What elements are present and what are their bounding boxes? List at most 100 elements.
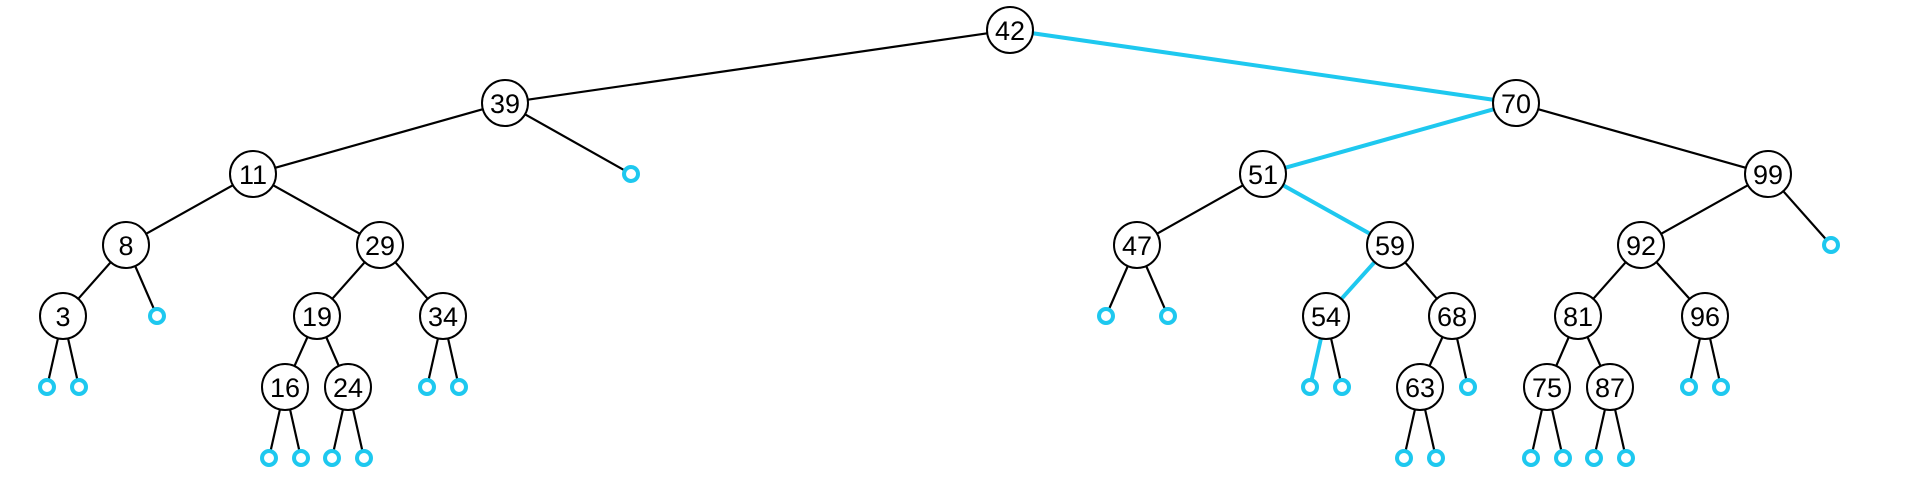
node-key-label: 68 <box>1437 302 1467 332</box>
node-circle <box>481 79 529 127</box>
node-circle <box>1681 292 1729 340</box>
tree-node-54: 54 <box>1302 292 1350 340</box>
edge-8-3 <box>77 261 112 300</box>
edge-34-left-null <box>427 338 440 381</box>
edge-51-59 <box>1282 183 1371 236</box>
edge-11-29 <box>272 184 361 235</box>
edge-59-54 <box>1339 260 1377 301</box>
null-leaf-node <box>1395 449 1413 467</box>
null-leaf-node <box>70 378 88 396</box>
node-circle <box>1744 150 1792 198</box>
null-leaf-node <box>323 449 341 467</box>
edge-87-right-null <box>1613 409 1626 452</box>
node-key-label: 24 <box>333 373 363 403</box>
tree-node-99: 99 <box>1744 150 1792 198</box>
tree-node-51: 51 <box>1239 150 1287 198</box>
null-leaf-node <box>1333 378 1351 396</box>
node-key-label: 63 <box>1405 373 1435 403</box>
node-key-label: 59 <box>1375 231 1405 261</box>
node-key-label: 3 <box>55 302 70 332</box>
edge-19-16 <box>293 336 309 367</box>
edge-81-75 <box>1555 336 1570 367</box>
edge-75-right-null <box>1550 409 1563 452</box>
edge-16-right-null <box>288 409 301 452</box>
tree-node-63: 63 <box>1396 363 1444 411</box>
edge-68-63 <box>1428 336 1444 367</box>
edge-54-left-null <box>1309 337 1323 381</box>
node-circle <box>324 363 372 411</box>
node-circle <box>261 363 309 411</box>
edge-51-47 <box>1156 184 1244 235</box>
null-leaf-node <box>38 378 56 396</box>
node-key-label: 19 <box>302 302 332 332</box>
tree-node-19: 19 <box>293 292 341 340</box>
null-leaf-node <box>292 449 310 467</box>
tree-node-8: 8 <box>102 221 150 269</box>
node-circle <box>1113 221 1161 269</box>
edge-96-left-null <box>1689 338 1702 381</box>
tree-node-70: 70 <box>1492 79 1540 127</box>
null-leaf-node <box>1427 449 1445 467</box>
edge-3-left-null <box>47 338 60 381</box>
null-leaf-node <box>1097 307 1115 325</box>
edge-24-left-null <box>332 409 345 452</box>
node-key-label: 42 <box>995 16 1025 46</box>
tree-node-59: 59 <box>1366 221 1414 269</box>
edge-99-right-null <box>1782 190 1828 241</box>
node-key-label: 81 <box>1563 302 1593 332</box>
node-key-label: 75 <box>1532 373 1562 403</box>
edge-63-right-null <box>1423 409 1436 452</box>
edge-16-left-null <box>269 409 282 452</box>
tree-node-39: 39 <box>481 79 529 127</box>
edge-96-right-null <box>1708 338 1721 381</box>
edge-92-96 <box>1655 261 1691 300</box>
null-leaf-node <box>1680 378 1698 396</box>
node-key-label: 34 <box>428 302 458 332</box>
null-leaf-node <box>1822 236 1840 254</box>
edge-8-right-null <box>134 265 156 311</box>
null-leaf-node <box>1522 449 1540 467</box>
node-key-label: 87 <box>1595 373 1625 403</box>
edge-54-right-null <box>1329 338 1342 381</box>
edge-75-left-null <box>1531 409 1544 452</box>
null-leaf-node <box>1554 449 1572 467</box>
edge-39-11 <box>274 108 484 169</box>
node-circle <box>102 221 150 269</box>
edge-3-right-null <box>66 338 79 381</box>
tree-node-68: 68 <box>1428 292 1476 340</box>
node-circle <box>1428 292 1476 340</box>
edge-47-right-null <box>1145 265 1167 311</box>
node-key-label: 99 <box>1753 160 1783 190</box>
null-leaf-node <box>1617 449 1635 467</box>
null-leaf-node <box>418 378 436 396</box>
node-circle <box>419 292 467 340</box>
node-circle <box>1586 363 1634 411</box>
edge-24-right-null <box>351 409 364 452</box>
null-leaf-node <box>355 449 373 467</box>
node-key-label: 51 <box>1248 160 1278 190</box>
tree-node-24: 24 <box>324 363 372 411</box>
tree-node-92: 92 <box>1617 221 1665 269</box>
tree-edges <box>47 31 1828 452</box>
node-key-label: 70 <box>1501 89 1531 119</box>
tree-node-47: 47 <box>1113 221 1161 269</box>
tree-node-96: 96 <box>1681 292 1729 340</box>
node-key-label: 11 <box>239 160 267 190</box>
node-key-label: 39 <box>490 89 520 119</box>
edge-99-92 <box>1660 184 1749 235</box>
edge-87-left-null <box>1594 409 1607 452</box>
node-circle <box>229 150 277 198</box>
edge-42-70 <box>1032 31 1494 102</box>
null-leaf-node <box>148 307 166 325</box>
node-key-label: 96 <box>1690 302 1720 332</box>
edge-34-right-null <box>446 338 459 381</box>
edge-39-right-null <box>524 113 626 172</box>
edge-42-39 <box>527 32 988 101</box>
edge-29-19 <box>331 261 366 300</box>
node-circle <box>1523 363 1571 411</box>
null-leaf-node <box>1159 307 1177 325</box>
edge-70-99 <box>1537 108 1747 169</box>
edge-68-right-null <box>1455 338 1468 381</box>
